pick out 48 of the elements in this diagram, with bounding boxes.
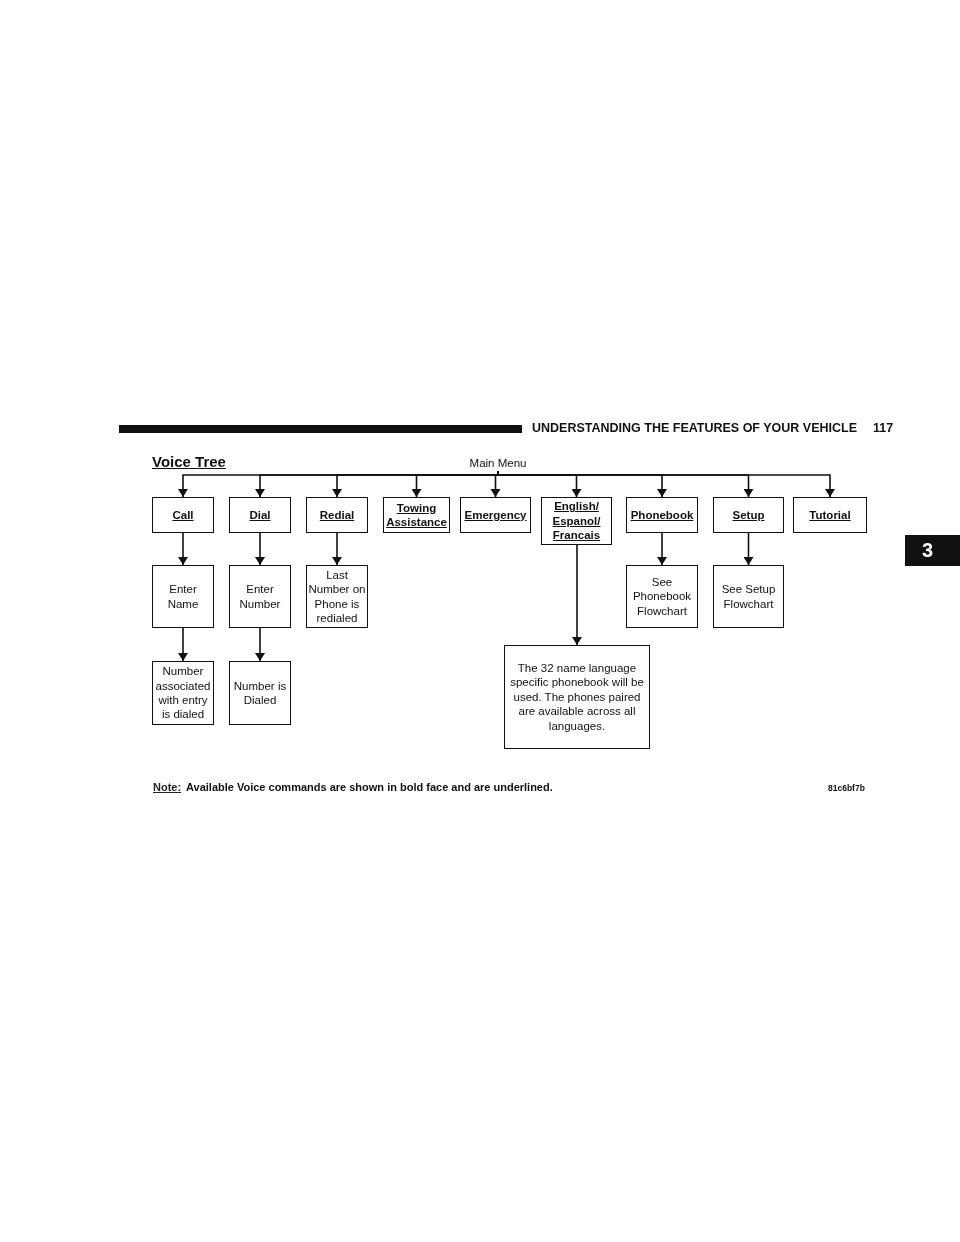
box-text: Enter Number bbox=[238, 582, 282, 611]
voice-command: Dial bbox=[249, 507, 271, 523]
menu-box bbox=[152, 565, 214, 628]
box-text: Number associated with entry is dialed bbox=[154, 664, 212, 722]
box-text: See Setup Flowchart bbox=[720, 582, 777, 611]
menu-box bbox=[713, 497, 784, 533]
menu-box bbox=[306, 497, 368, 533]
voice-command: Setup bbox=[732, 507, 765, 523]
arrow bbox=[255, 532, 265, 566]
menu-label: Main Menu bbox=[469, 455, 527, 471]
menu-box bbox=[152, 497, 214, 533]
box-text: Number is Dialed bbox=[232, 678, 288, 708]
menu-box bbox=[626, 497, 698, 533]
page-number: 117 bbox=[873, 421, 894, 435]
voice-command: English/ Espanol/ Francais bbox=[551, 499, 602, 543]
box-text: Enter Name bbox=[166, 582, 200, 611]
arrow bbox=[657, 532, 667, 566]
chapter-tab: 3 bbox=[905, 535, 960, 566]
box-text: Last Number on Phone is redialed bbox=[307, 567, 367, 626]
menu-box bbox=[504, 645, 650, 749]
voice-command: Phonebook bbox=[630, 507, 694, 523]
menu-box bbox=[229, 661, 291, 725]
menu-box bbox=[793, 497, 867, 533]
section-header: UNDERSTANDING THE FEATURES OF YOUR VEHICLE bbox=[532, 421, 858, 435]
arrow bbox=[332, 532, 342, 566]
arrow bbox=[178, 627, 188, 662]
arrow bbox=[178, 532, 188, 566]
arrow bbox=[743, 532, 754, 566]
note-text: Available Voice commands are shown in bold face and are underlined. bbox=[186, 781, 553, 793]
figure-code: 81c6bf7b bbox=[828, 783, 865, 793]
menu-box bbox=[541, 497, 612, 545]
menu-box bbox=[713, 565, 784, 628]
diagram-title: Voice Tree bbox=[152, 453, 226, 470]
note-label: Note: bbox=[153, 781, 182, 793]
box-text: The 32 name language specific phonebook will be used. The phones paired are available across all languages. bbox=[509, 661, 645, 733]
menu-box bbox=[460, 497, 531, 533]
voice-command: Call bbox=[172, 507, 194, 523]
arrow bbox=[572, 544, 582, 646]
arrow bbox=[497, 470, 835, 498]
voice-command: Emergency bbox=[464, 507, 527, 523]
box-text: See Phonebook Flowchart bbox=[631, 574, 693, 619]
menu-box bbox=[626, 565, 698, 628]
arrow bbox=[255, 627, 265, 662]
menu-box bbox=[229, 565, 291, 628]
voice-command: Redial bbox=[319, 507, 355, 523]
voice-command: Towing Assistance bbox=[385, 500, 448, 530]
menu-box bbox=[229, 497, 291, 533]
voice-command: Tutorial bbox=[809, 507, 851, 523]
